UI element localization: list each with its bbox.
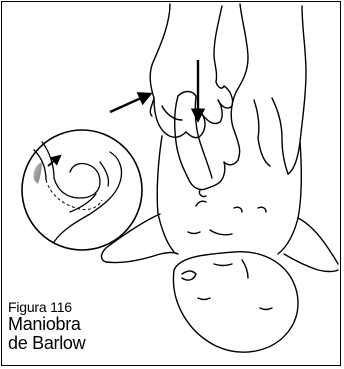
infant-head <box>173 252 298 352</box>
figure-title-line-2: de Barlow <box>8 334 85 353</box>
figure-title-line-1: Maniobra <box>8 315 85 334</box>
infant-arms <box>102 214 339 272</box>
examiner-left-hand <box>150 4 232 138</box>
hip-joint-inset <box>22 130 142 250</box>
figure-number: Figura 116 <box>8 300 85 315</box>
examiner-right-hand <box>224 4 306 174</box>
adduction-arrow <box>110 94 150 112</box>
force-arrows <box>110 60 198 120</box>
figure-frame: Figura 116 Maniobra de Barlow <box>1 1 341 366</box>
figure-caption: Figura 116 Maniobra de Barlow <box>8 300 85 352</box>
